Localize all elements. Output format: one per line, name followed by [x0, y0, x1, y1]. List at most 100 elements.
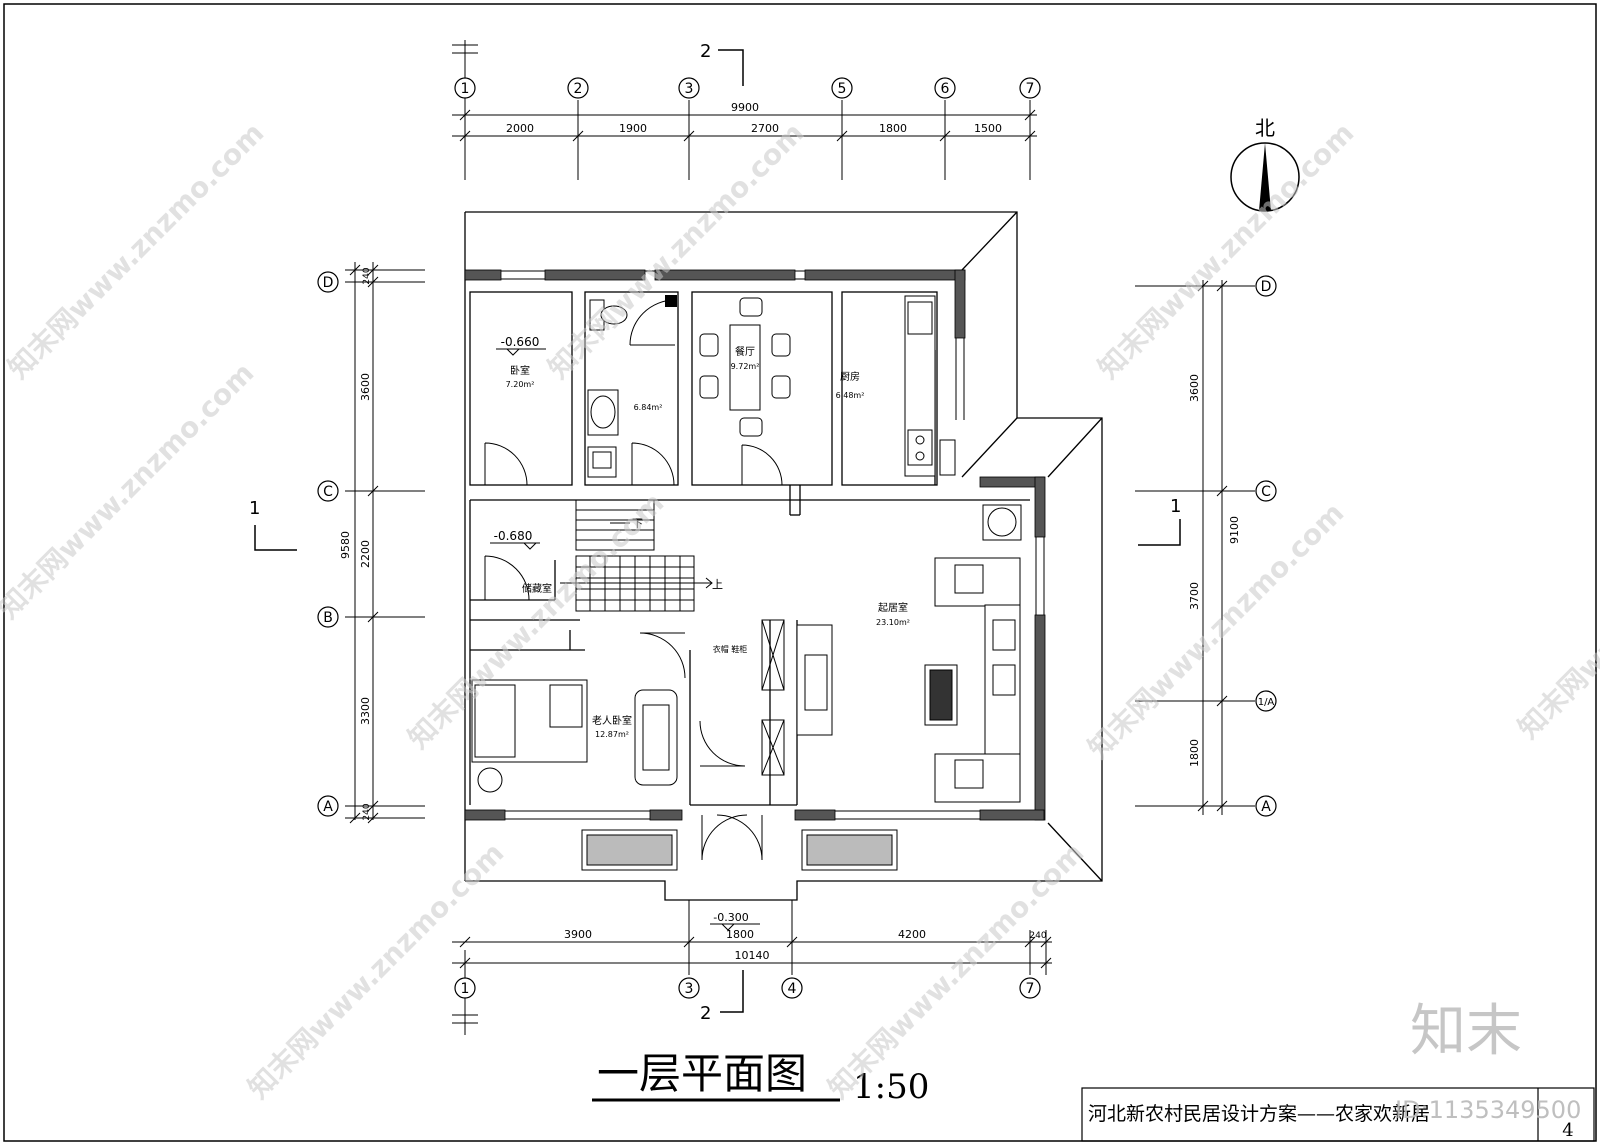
section-mark-2-bottom [720, 970, 744, 1013]
bench-icon [634, 689, 678, 786]
watermark: 知末网www.znzmo.com [822, 836, 1091, 1105]
top-axis-label: 3 [685, 81, 694, 97]
sheet-number: 4 [1562, 1120, 1573, 1141]
title-block [1081, 1087, 1595, 1142]
washbasin-icon [587, 446, 617, 478]
section-mark-2-top [718, 49, 744, 86]
room-name: 储藏室 [522, 582, 552, 595]
plant-icon [982, 504, 1022, 541]
bottom-dimension: 3900 [564, 928, 592, 941]
room-name: 衣帽 鞋柜 [713, 644, 748, 654]
left-dimension: 2200 [359, 540, 372, 568]
top-axis-label: 7 [1026, 81, 1035, 97]
level-label: -0.660 [501, 335, 540, 349]
left-axis-label: C [323, 484, 333, 500]
bottom-axis-bubbles [454, 977, 1041, 999]
stair-up-label: 上 [712, 578, 723, 591]
top-dimension: 1800 [879, 122, 907, 135]
top-dimension: 2000 [506, 122, 534, 135]
watermarks: 知末网www.znzmo.com 知末网www.znzmo.com 知末网www… [0, 116, 1600, 1105]
right-dimension: 3600 [1188, 374, 1201, 402]
watermark: 知末网www.znzmo.com [542, 116, 811, 385]
north-arrow-icon [1230, 142, 1300, 212]
left-axis-label: B [323, 610, 333, 626]
watermark: 知末网www.znzmo.com [2, 116, 271, 385]
right-total-dimension: 9100 [1228, 516, 1241, 544]
bottom-dimension: 240 [1029, 931, 1046, 941]
right-axis-label: A [1261, 799, 1271, 815]
top-axis-label: 1 [461, 81, 470, 97]
watermark-brand: 知末 [1410, 999, 1522, 1064]
staircase [560, 499, 713, 612]
watermark: 知末网www.znzmo.com [1512, 476, 1600, 745]
section-mark-1-left [254, 525, 297, 551]
right-dimension: 1800 [1188, 739, 1201, 767]
bottom-dimension: 1800 [726, 928, 754, 941]
kitchen-counter-icon [904, 295, 956, 477]
left-dimension: 240 [362, 803, 372, 820]
top-dimension: 1500 [974, 122, 1002, 135]
toilet-icon [589, 299, 628, 331]
section-mark-label: 1 [249, 498, 260, 519]
room-area: 7.20m² [506, 380, 535, 389]
bottom-dimension: 4200 [898, 928, 926, 941]
right-axis-bubbles [1255, 275, 1277, 817]
room-name: 卧室 [510, 364, 530, 377]
room-name: 老人卧室 [592, 714, 632, 727]
top-dimension: 1900 [619, 122, 647, 135]
top-axis-label: 5 [838, 81, 847, 97]
bottom-axis-label: 3 [685, 981, 694, 997]
top-axis-bubbles [454, 77, 1041, 99]
windows [501, 270, 1045, 820]
top-axis-label: 6 [941, 81, 950, 97]
top-dimension-lines [452, 40, 1037, 180]
north-label: 北 [1255, 116, 1275, 140]
entrance-steps [581, 829, 898, 871]
room-name: 餐厅 [735, 345, 755, 358]
left-dimension: 240 [362, 267, 372, 284]
right-axis-label: D [1261, 279, 1272, 295]
section-mark-1-right [1138, 519, 1181, 546]
watermark: 知末网www.znzmo.com [1082, 496, 1351, 765]
section-mark-label: 1 [1170, 496, 1181, 517]
level-label: -0.680 [494, 529, 533, 543]
left-dimension-lines [345, 262, 425, 824]
level-mark [490, 348, 546, 550]
bathtub-icon [587, 389, 619, 436]
sofa-icon [934, 557, 1021, 803]
drawing-scale: 1:50 [853, 1067, 929, 1107]
room-area: 23.10m² [876, 618, 910, 627]
watermark: 知末网www.znzmo.com [0, 356, 260, 625]
left-dimension: 3600 [359, 373, 372, 401]
entrance-level: -0.300 [713, 911, 748, 924]
bottom-total-dimension: 10140 [735, 949, 770, 962]
right-dimension-lines [1135, 280, 1255, 815]
sheet-border [3, 3, 1597, 1142]
entrance-planters [586, 834, 893, 866]
left-total-dimension: 9580 [339, 531, 352, 559]
left-axis-label: A [323, 799, 333, 815]
project-title: 河北新农村民居设计方案——农家欢新居 [1088, 1103, 1430, 1125]
floor-drain-icon [665, 295, 677, 307]
bottom-axis-label: 1 [461, 981, 470, 997]
bottom-axis-label: 7 [1026, 981, 1035, 997]
roof-outline [464, 211, 1103, 901]
wardrobe-icon [761, 619, 785, 776]
room-area: 6.48m² [836, 391, 865, 400]
section-mark-label: 2 [700, 1003, 711, 1024]
right-axis-label: C [1261, 484, 1271, 500]
top-axis-label: 2 [574, 81, 583, 97]
watermark-id: ID:1135349500 [1395, 1096, 1581, 1124]
exterior-walls [464, 269, 1046, 821]
right-axis-label: 1/A [1258, 697, 1275, 708]
stair-down-label: 下 [632, 517, 643, 530]
entrance-level-mark [710, 923, 760, 931]
room-area: 6.84m² [634, 403, 663, 412]
door-swings [484, 299, 783, 861]
room-name: 厨房 [840, 370, 860, 383]
left-axis-bubbles [317, 271, 339, 817]
top-dimension: 2700 [751, 122, 779, 135]
left-dimension: 3300 [359, 697, 372, 725]
tv-cabinet-icon [796, 624, 833, 736]
